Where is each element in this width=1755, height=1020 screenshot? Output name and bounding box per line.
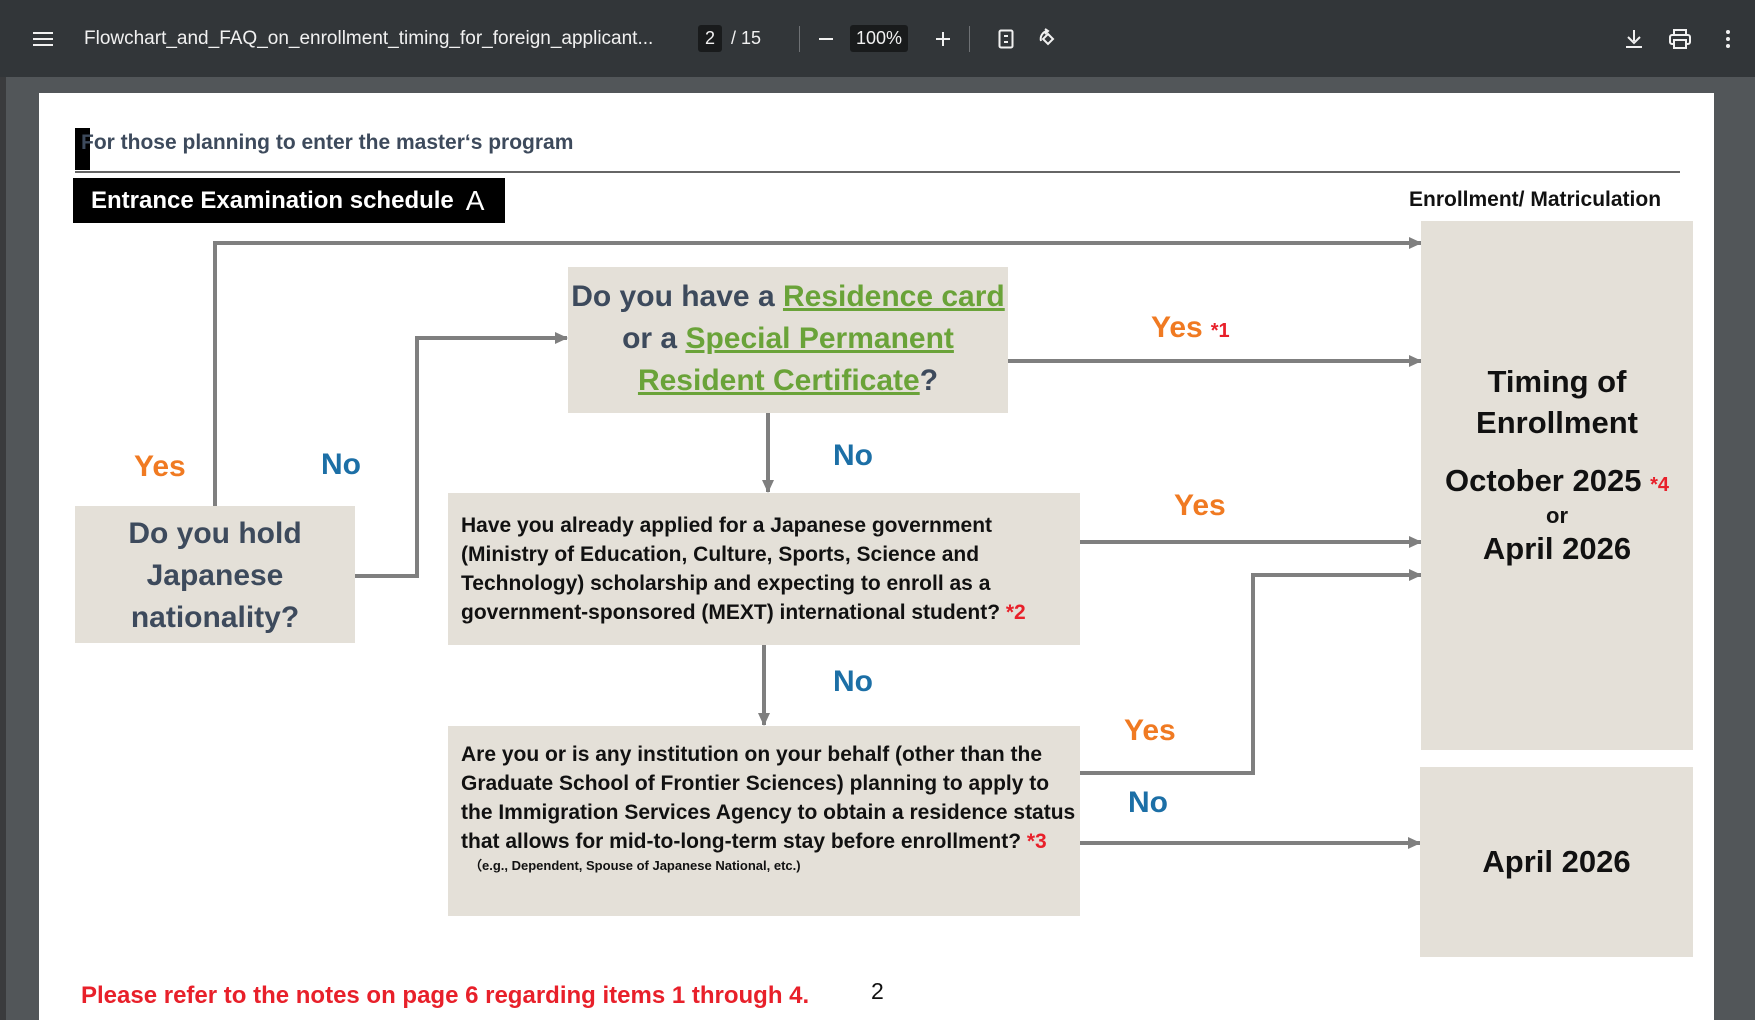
toolbar-divider [799,26,800,52]
page-heading: For those planning to enter the master‘s… [81,131,574,154]
result-or: or [1546,503,1568,528]
pdf-viewer[interactable]: For those planning to enter the master‘s… [6,77,1755,1020]
footer-note: Please refer to the notes on page 6 rega… [81,982,810,1009]
arrow-nationality-yes [213,237,1422,506]
zoom-out-icon[interactable] [811,24,841,54]
heading-divider [75,171,1680,173]
document-title: Flowchart_and_FAQ_on_enrollment_timing_f… [84,27,654,49]
zoom-level-input[interactable]: 100% [850,25,909,52]
result-option-october: October 2025 [1445,463,1642,498]
total-pages: / 15 [731,28,762,48]
label-yes-scholarship: Yes [1174,489,1226,522]
schedule-label: Entrance Examination schedule [91,186,454,214]
toolbar-divider [969,26,970,52]
download-icon[interactable] [1619,24,1649,54]
label-yes-nationality: Yes [134,450,186,483]
example-note: （e.g., Dependent, Spouse of Japanese Nat… [469,858,801,873]
heading-marker [75,128,90,170]
footnote-marker: *1 [1210,320,1230,342]
label-yes-residence: Yes *1 [1151,311,1230,345]
result-title: Timing of Enrollment [1476,364,1638,440]
label-yes-immigration: Yes [1124,714,1176,747]
pdf-page: For those planning to enter the master‘s… [39,93,1714,1020]
fit-page-icon[interactable] [991,24,1021,54]
result-april-label: April 2026 [1482,844,1631,879]
arrow-nationality-no [355,332,568,578]
special-permanent-resident-link[interactable]: Special Permanent Resident Certificate [637,322,954,397]
footnote-marker: *3 [1026,830,1047,853]
rotate-icon[interactable] [1033,24,1063,54]
question-text: or a [622,322,686,355]
enrollment-label: Enrollment/ Matriculation [1409,188,1662,211]
label-no-scholarship: No [833,665,873,698]
question-mext-scholarship: Have you already applied for a Japanese … [448,493,1080,645]
label-no-residence: No [833,439,873,472]
schedule-letter: A [465,184,485,216]
hamburger-menu-icon[interactable] [28,24,58,54]
more-vert-icon[interactable] [1713,24,1743,54]
menu-button[interactable] [28,0,58,77]
page-number: 2 [871,978,884,1004]
footnote-marker: *2 [1005,601,1026,624]
zoom-in-icon[interactable] [928,24,958,54]
label-no-immigration: No [1128,786,1168,819]
question-immigration-status: Are you or is any institution on your be… [448,726,1080,916]
pdf-toolbar: Flowchart_and_FAQ_on_enrollment_timing_f… [0,0,1755,77]
print-icon[interactable] [1665,24,1695,54]
question-text: Do you have a [571,280,783,313]
footnote-marker: *4 [1650,474,1669,496]
result-option-april: April 2026 [1482,531,1632,566]
question-japanese-nationality: Do you hold Japanese nationality? [75,506,355,643]
question-text: ? [919,364,939,397]
question-text: Do you hold Japanese nationality? [128,517,302,634]
question-text: Are you or is any institution on your be… [461,743,1076,853]
result-april-2026: April 2026 [1420,767,1693,957]
schedule-banner: Entrance Examination schedule A [73,178,505,223]
arrow-immigration-yes [1080,569,1422,775]
current-page-input[interactable]: 2 [698,25,723,52]
label-yes-text: Yes [1151,311,1203,344]
residence-card-link[interactable]: Residence card [782,280,1005,313]
result-enrollment-timing: Timing of Enrollment October 2025 *4 or … [1421,221,1693,750]
label-no-nationality: No [321,448,361,481]
flow-arrows [213,237,1422,849]
question-text: Have you already applied for a Japanese … [461,514,1006,624]
question-residence-card: Do you have a Residence card or a Specia… [568,267,1008,413]
